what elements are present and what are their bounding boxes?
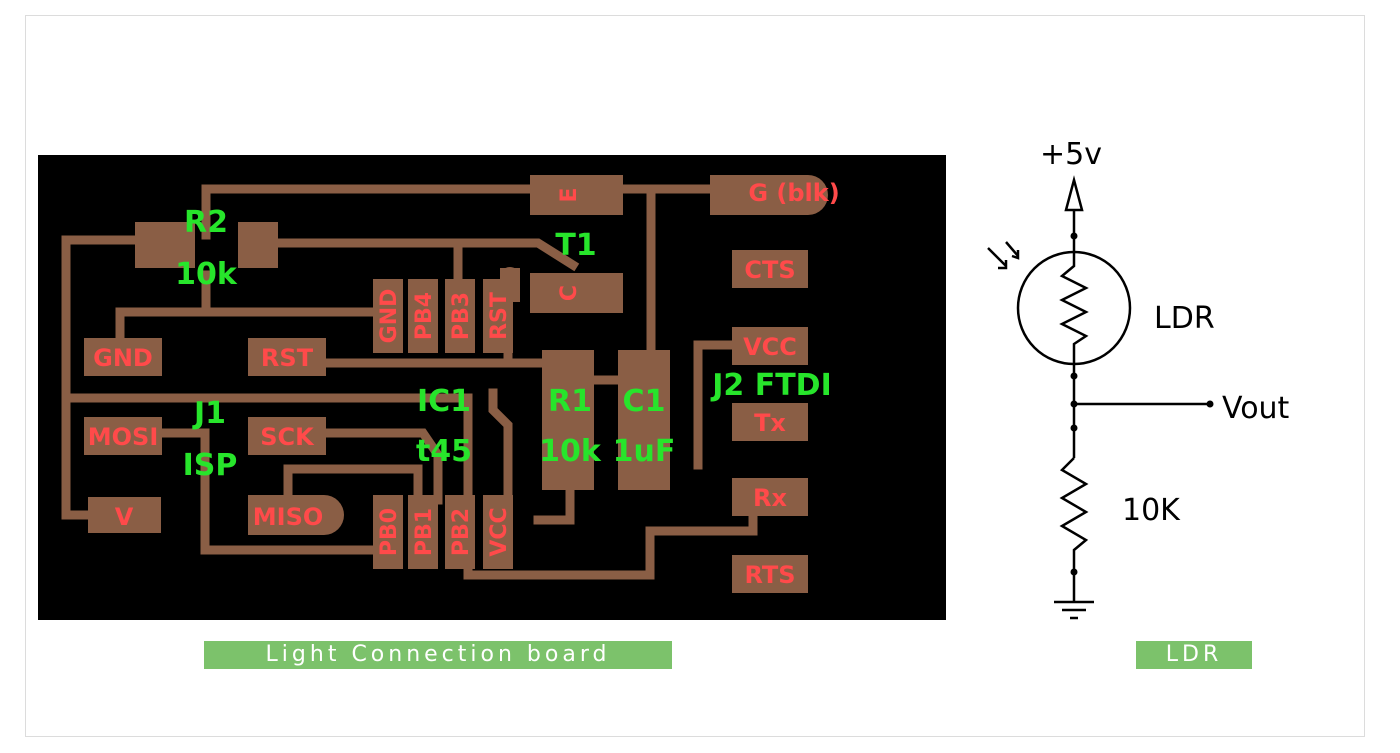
pad-pb3-label: PB3 <box>449 292 474 340</box>
light-arrow-2 <box>1005 241 1019 257</box>
j1-ref-label: J1 <box>192 396 226 431</box>
pad-g-blk-label: G (blk) <box>748 179 839 207</box>
j2-ref-label: J2 FTDI <box>710 368 832 403</box>
light-arrow-1 <box>987 247 1007 267</box>
pad-v-label: V <box>115 503 134 531</box>
pad-rts-label: RTS <box>744 561 795 589</box>
pad-gnd-label: GND <box>93 344 153 372</box>
pad-pb1-label: PB1 <box>412 508 437 556</box>
r2-ref-label: R2 <box>184 205 228 240</box>
r1-ref-label: R1 <box>548 384 592 419</box>
pad-vcc-label: VCC <box>743 333 797 361</box>
pad-gnd-v-label: GND <box>377 289 402 344</box>
ldr-zigzag <box>1059 250 1089 364</box>
pad-labels: GND RST MOSI SCK MISO V G (blk) CTS VCC … <box>88 179 840 589</box>
pad-sck-label: SCK <box>260 423 315 451</box>
ldr-schematic: +5v LDR Vout 10K <box>978 128 1348 638</box>
pad-e-label: E <box>557 187 582 202</box>
pcb-board: GND RST MOSI SCK MISO V G (blk) CTS VCC … <box>38 155 946 620</box>
pad-mosi-label: MOSI <box>88 423 159 451</box>
pcb-layout: GND RST MOSI SCK MISO V G (blk) CTS VCC … <box>61 175 840 593</box>
supply-arrow <box>1064 175 1084 212</box>
ldr-wires <box>987 175 1210 620</box>
pad-miso-label: MISO <box>253 503 324 531</box>
supply-label: +5v <box>1040 137 1102 172</box>
r2-value-label: 10k <box>175 257 238 292</box>
c1-value-label: 1uF <box>613 434 676 469</box>
pad-rst-label: RST <box>261 344 314 372</box>
ldr-caption: LDR <box>1136 641 1252 669</box>
pad-vcc-v-label: VCC <box>487 507 512 556</box>
vout-label: Vout <box>1222 391 1290 426</box>
pads <box>84 175 828 593</box>
pad-c-label: C <box>557 285 582 301</box>
component-labels: R2 10k T1 J1 ISP IC1 t45 R1 10k C1 1uF J… <box>175 205 832 483</box>
r1-value-label: 10k <box>539 434 602 469</box>
pad-pb0-label: PB0 <box>377 508 402 556</box>
pad-tx-label: Tx <box>754 409 786 437</box>
c1-ref-label: C1 <box>623 384 666 419</box>
ldr-labels: +5v LDR Vout 10K <box>1040 137 1290 528</box>
pad-cts-label: CTS <box>744 256 795 284</box>
t1-ref-label: T1 <box>555 228 596 263</box>
pad-rst-v-label: RST <box>487 292 512 340</box>
ic1-value-label: t45 <box>416 434 472 469</box>
ldr-label: LDR <box>1154 301 1215 336</box>
ic1-ref-label: IC1 <box>417 384 471 419</box>
j1-value-label: ISP <box>183 448 238 483</box>
ldr-schematic-drawing: +5v LDR Vout 10K <box>987 137 1290 620</box>
resistor-label: 10K <box>1122 493 1181 528</box>
pad-rx-label: Rx <box>753 484 787 512</box>
ldr-nodes <box>1070 232 1214 576</box>
resistor-zigzag <box>1059 457 1089 602</box>
board-caption: Light Connection board <box>204 641 672 669</box>
pad-pb2-label: PB2 <box>449 508 474 556</box>
pad-pb4-label: PB4 <box>412 292 437 340</box>
